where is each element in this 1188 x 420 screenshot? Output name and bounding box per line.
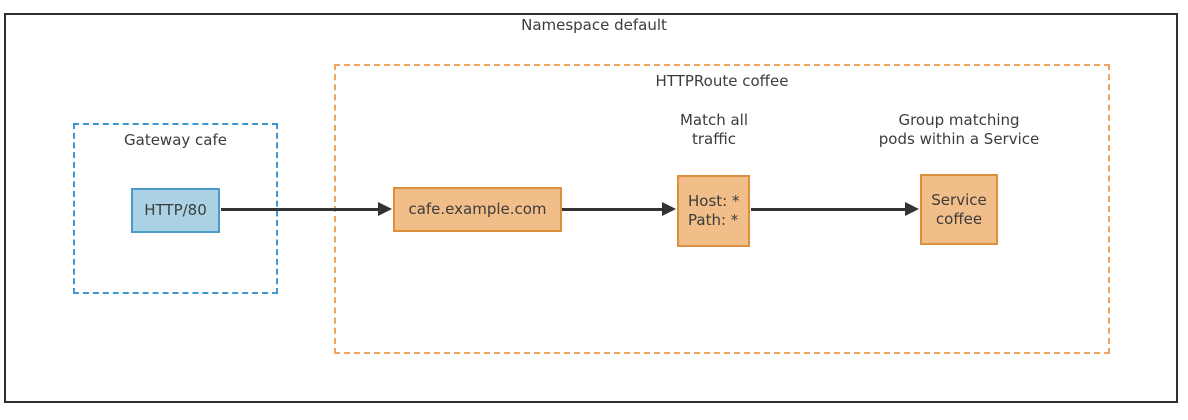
match-rule-host: Host: * [688,192,740,210]
service-label-line2: coffee [935,209,983,228]
arrow-hostname-to-match [562,202,676,216]
backend-annotation-line1: Group matching [898,111,1020,129]
match-annotation-line1: Match all [679,111,749,129]
match-rule-path: Path: * [688,211,739,229]
hostname-node: cafe.example.com [393,187,562,232]
namespace-title: Namespace default [521,16,667,34]
hostname-label: cafe.example.com [408,200,547,218]
httproute-title: HTTPRoute coffee [655,72,789,90]
match-annotation-line2: traffic [692,130,736,148]
service-node: Service coffee [920,174,998,245]
namespace-boundary [4,13,1178,403]
gateway-listener-node: HTTP/80 [131,188,220,233]
gateway-title: Gateway cafe [124,131,227,149]
arrow-listener-to-hostname [221,202,392,216]
gateway-listener-label: HTTP/80 [144,201,207,219]
backend-annotation: Group matching pods within a Service [849,111,1069,149]
arrow-head-icon [662,202,676,216]
arrow-shaft [221,207,380,211]
arrow-shaft [562,207,664,211]
match-annotation: Match all traffic [640,111,788,149]
match-rules-node: Host: * Path: * [677,175,750,247]
arrow-head-icon [905,202,919,216]
arrow-match-to-service [751,202,919,216]
backend-annotation-line2: pods within a Service [878,130,1040,148]
service-label-line1: Service [931,190,987,209]
arrow-shaft [751,207,907,211]
arrow-head-icon [378,202,392,216]
